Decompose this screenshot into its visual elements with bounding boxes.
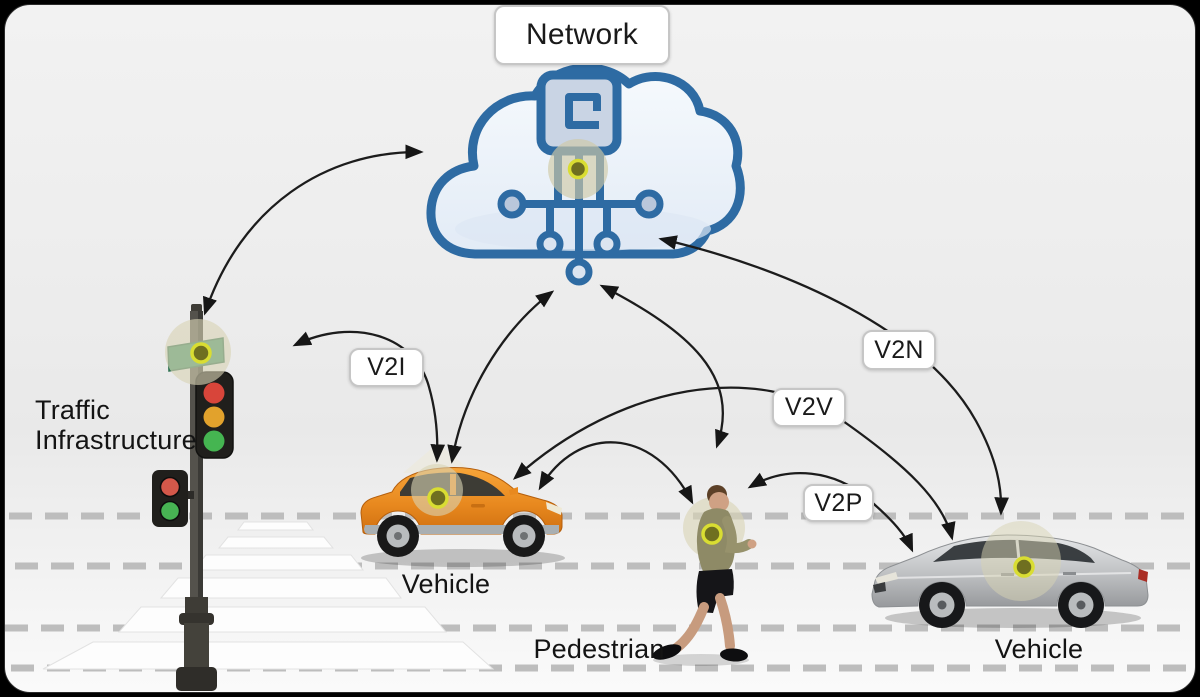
vehicle-left-label: Vehicle xyxy=(401,569,491,599)
vehicle-right-glow-dot xyxy=(981,521,1061,601)
arrow-vehicle-network xyxy=(447,290,555,464)
infrastructure-label-line1: Traffic xyxy=(35,395,110,425)
arrow-pedestrian-network xyxy=(599,284,730,449)
crosswalk-stripes xyxy=(42,521,495,670)
vehicle-right-label: Vehicle xyxy=(994,634,1084,664)
pedestrian-label: Pedestrian xyxy=(533,634,665,664)
connection-arrows xyxy=(203,144,1009,553)
v2v-label: V2V xyxy=(784,393,834,421)
v2p-label: V2P xyxy=(814,488,863,517)
v2v-label-box: V2V xyxy=(772,388,846,427)
cloud-network-icon xyxy=(426,63,745,286)
infrastructure-glow-dot xyxy=(165,319,231,385)
network-label: Network xyxy=(525,18,639,51)
traffic-light-icon xyxy=(152,304,234,691)
v2i-label: V2I xyxy=(367,353,406,381)
pedestrian-glow-dot xyxy=(701,523,723,545)
vehicle-left-glow-dot xyxy=(411,464,463,516)
diagram-canvas xyxy=(5,63,1193,691)
diagram-panel: Network V2I V2N V2V V2P Traffic Infrastr… xyxy=(4,4,1196,693)
arrow-infrastructure-network xyxy=(203,144,424,316)
v2i-label-box: V2I xyxy=(349,348,424,387)
v2p-label-box: V2P xyxy=(803,484,874,522)
network-label-box: Network xyxy=(494,5,670,65)
arrow-v2n xyxy=(658,235,1009,516)
v2n-label: V2N xyxy=(874,335,924,364)
infrastructure-label-line2: Infrastructure xyxy=(35,425,197,455)
arrow-vehicle-pedestrian xyxy=(538,441,694,505)
v2n-label-box: V2N xyxy=(862,330,936,370)
network-glow-dot xyxy=(548,139,608,199)
infrastructure-label: Traffic Infrastructure xyxy=(35,395,197,455)
